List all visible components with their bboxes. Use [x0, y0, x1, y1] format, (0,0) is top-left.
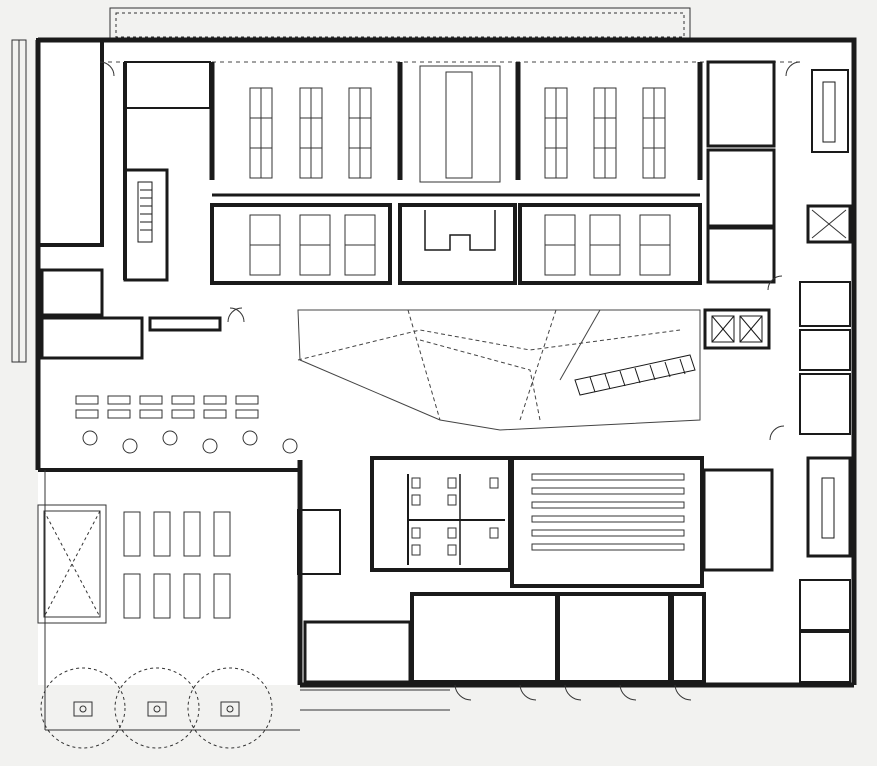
central-room — [398, 203, 517, 285]
dining-table — [139, 395, 163, 405]
dining-table — [171, 395, 195, 405]
dining-table — [235, 409, 259, 419]
dining-table — [203, 395, 227, 405]
north-studios — [209, 62, 703, 197]
round-table — [282, 438, 298, 454]
lecture-hall — [510, 456, 704, 588]
dining-area — [38, 395, 300, 472]
round-table — [82, 430, 98, 446]
seating-row — [531, 543, 685, 551]
round-table — [122, 438, 138, 454]
south-rooms — [297, 509, 706, 684]
studio-west — [210, 203, 392, 285]
round-table — [242, 430, 258, 446]
seating-row — [531, 515, 685, 523]
seating-row — [531, 529, 685, 537]
west-service-block — [36, 38, 222, 360]
offices-south-east — [702, 456, 852, 683]
studio-east — [518, 203, 702, 285]
west-facade — [11, 39, 27, 363]
dining-table — [203, 409, 227, 419]
seating-row — [531, 501, 685, 509]
dining-table — [171, 409, 195, 419]
dining-table — [75, 395, 99, 405]
dining-table — [75, 409, 99, 419]
offices-north-east — [706, 60, 852, 435]
seating-row — [531, 473, 685, 481]
dining-table — [107, 395, 131, 405]
elevators — [703, 308, 771, 350]
dining-table — [107, 409, 131, 419]
door-swings — [99, 61, 801, 441]
round-table — [202, 438, 218, 454]
seating-row — [531, 487, 685, 495]
round-table — [162, 430, 178, 446]
terrace — [37, 470, 300, 749]
south-entrance — [300, 684, 692, 711]
dining-table — [235, 395, 259, 405]
dining-table — [139, 409, 163, 419]
central-lounge — [297, 309, 701, 431]
